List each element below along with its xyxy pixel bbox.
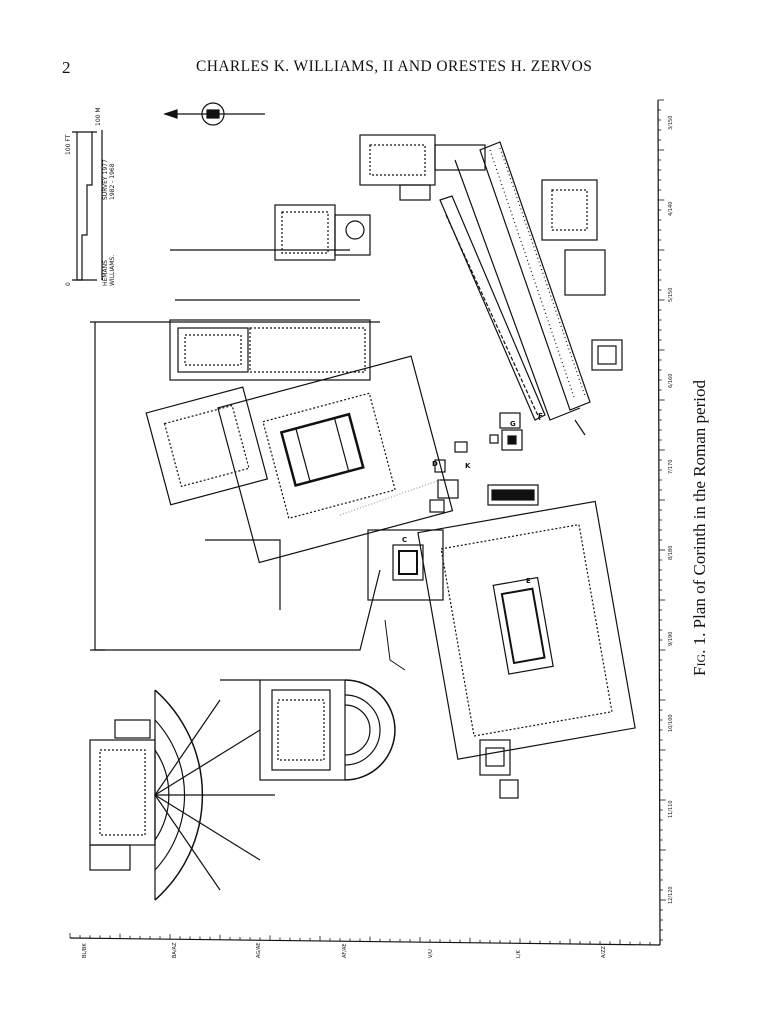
grid-label-r7: 10/100 xyxy=(668,714,674,732)
grid-label-v: V/U xyxy=(428,949,434,958)
scale-credit-1: HEMANS xyxy=(102,260,109,286)
scale-feet-label: 100 FT xyxy=(65,134,72,155)
theatre xyxy=(89,689,275,901)
survey-label-2: 1982 - 1968 xyxy=(109,163,116,200)
grid-label-r9: 12/120 xyxy=(668,886,674,904)
label-c: C xyxy=(402,536,407,544)
grid-label-r2: 5/150 xyxy=(668,288,674,302)
temple-precinct xyxy=(217,355,454,564)
grid-label-l: L/K xyxy=(516,950,522,958)
survey-label-1: SURVEY 1977 xyxy=(102,159,109,200)
bottom-building xyxy=(479,739,519,799)
southeast-building xyxy=(541,179,623,371)
page-number: 2 xyxy=(62,58,71,77)
northeast-courtyard xyxy=(274,204,371,261)
north-arrow-icon xyxy=(163,102,265,126)
grid-label-r8: 11/110 xyxy=(668,800,674,818)
figure-caption-prefix: Fig. xyxy=(690,649,709,676)
grid-label-r0: 3/150 xyxy=(668,116,674,130)
grid-label-ba: BA/AZ xyxy=(172,942,178,958)
figure-caption-text: 1. Plan of Corinth in the Roman period xyxy=(690,380,709,650)
grid-label-r1: 4/140 xyxy=(668,202,674,216)
central-shops xyxy=(439,195,546,421)
grid-label-bl: BL/BK xyxy=(82,943,88,958)
label-f: F xyxy=(538,412,543,420)
site-boundary xyxy=(94,322,105,651)
small-structures xyxy=(429,412,539,513)
label-g: G xyxy=(510,420,516,428)
label-e: E xyxy=(526,577,531,585)
site-plan: 100 FT 100 M 0 HEMANS WILLIAMS. SURVEY 1… xyxy=(65,99,674,958)
scale-credit-2: WILLIAMS. xyxy=(109,255,116,286)
grid-label-r5: 8/180 xyxy=(668,546,674,560)
grid-label-r4: 7/170 xyxy=(668,460,674,474)
north-stoa xyxy=(169,319,371,381)
figure-caption: Fig. 1. Plan of Corinth in the Roman per… xyxy=(690,380,710,676)
scale-bar xyxy=(72,130,103,281)
scale-meters-label: 100 M xyxy=(95,107,102,126)
grid-frame xyxy=(69,99,666,946)
odeion xyxy=(259,679,396,781)
scale-zero-label: 0 xyxy=(65,282,72,286)
temple-e-peribolos xyxy=(417,500,636,760)
grid-label-af: AF/AE xyxy=(342,943,348,958)
label-k: K xyxy=(465,462,471,470)
grid-label-a: A/ZZ xyxy=(601,945,607,958)
label-d: D xyxy=(432,460,438,468)
west-courtyard xyxy=(145,386,269,506)
running-head: CHARLES K. WILLIAMS, II AND ORESTES H. Z… xyxy=(196,58,593,75)
south-stoa xyxy=(454,141,591,421)
grid-label-r3: 6/160 xyxy=(668,374,674,388)
grid-label-ag: AG/AE xyxy=(256,943,262,958)
grid-label-r6: 9/190 xyxy=(668,632,674,646)
northwest-stoa xyxy=(359,134,486,201)
